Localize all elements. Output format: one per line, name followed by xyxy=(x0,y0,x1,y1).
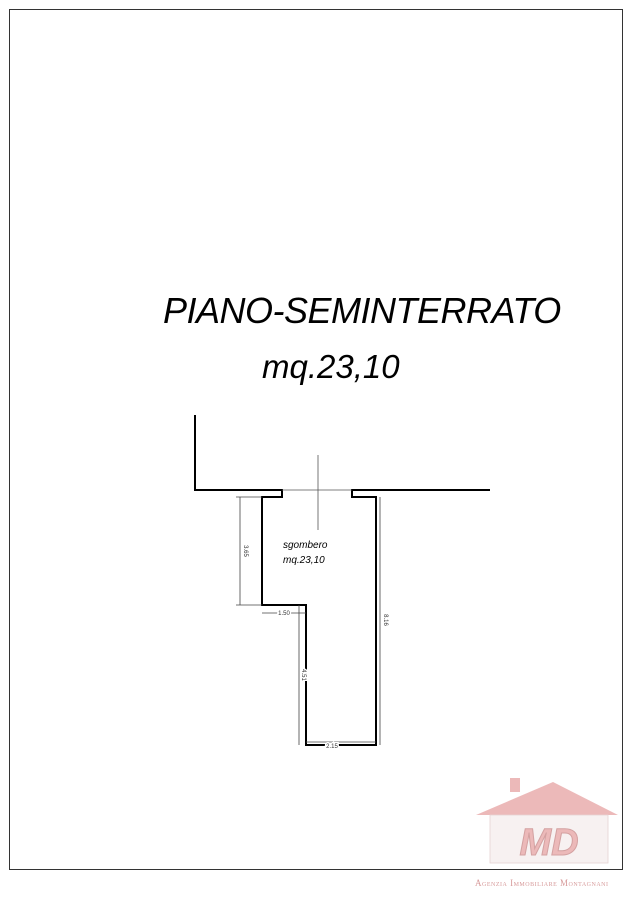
dimension-lines xyxy=(236,496,381,745)
agency-name: Agenzia Immobiliare Montagnani xyxy=(475,878,609,888)
drawing-frame xyxy=(9,9,623,870)
dim-left-height: 3.65 xyxy=(242,545,248,557)
floor-area: mq.23,10 xyxy=(262,348,400,385)
agency-logo: MD xyxy=(476,778,618,865)
svg-text:MD: MD xyxy=(519,822,578,864)
room-name: sgombero xyxy=(283,540,328,551)
dim-step-width: 1.50 xyxy=(278,611,290,617)
dim-total-height: 8.16 xyxy=(382,614,388,626)
walls xyxy=(194,415,490,746)
dim-lower-height: 4.51 xyxy=(300,669,306,681)
dim-bottom-width: 2.15 xyxy=(326,744,338,750)
floor-title: PIANO-SEMINTERRATO xyxy=(163,290,561,331)
axis-lines xyxy=(282,455,352,530)
room-area: mq.23,10 xyxy=(283,555,325,566)
